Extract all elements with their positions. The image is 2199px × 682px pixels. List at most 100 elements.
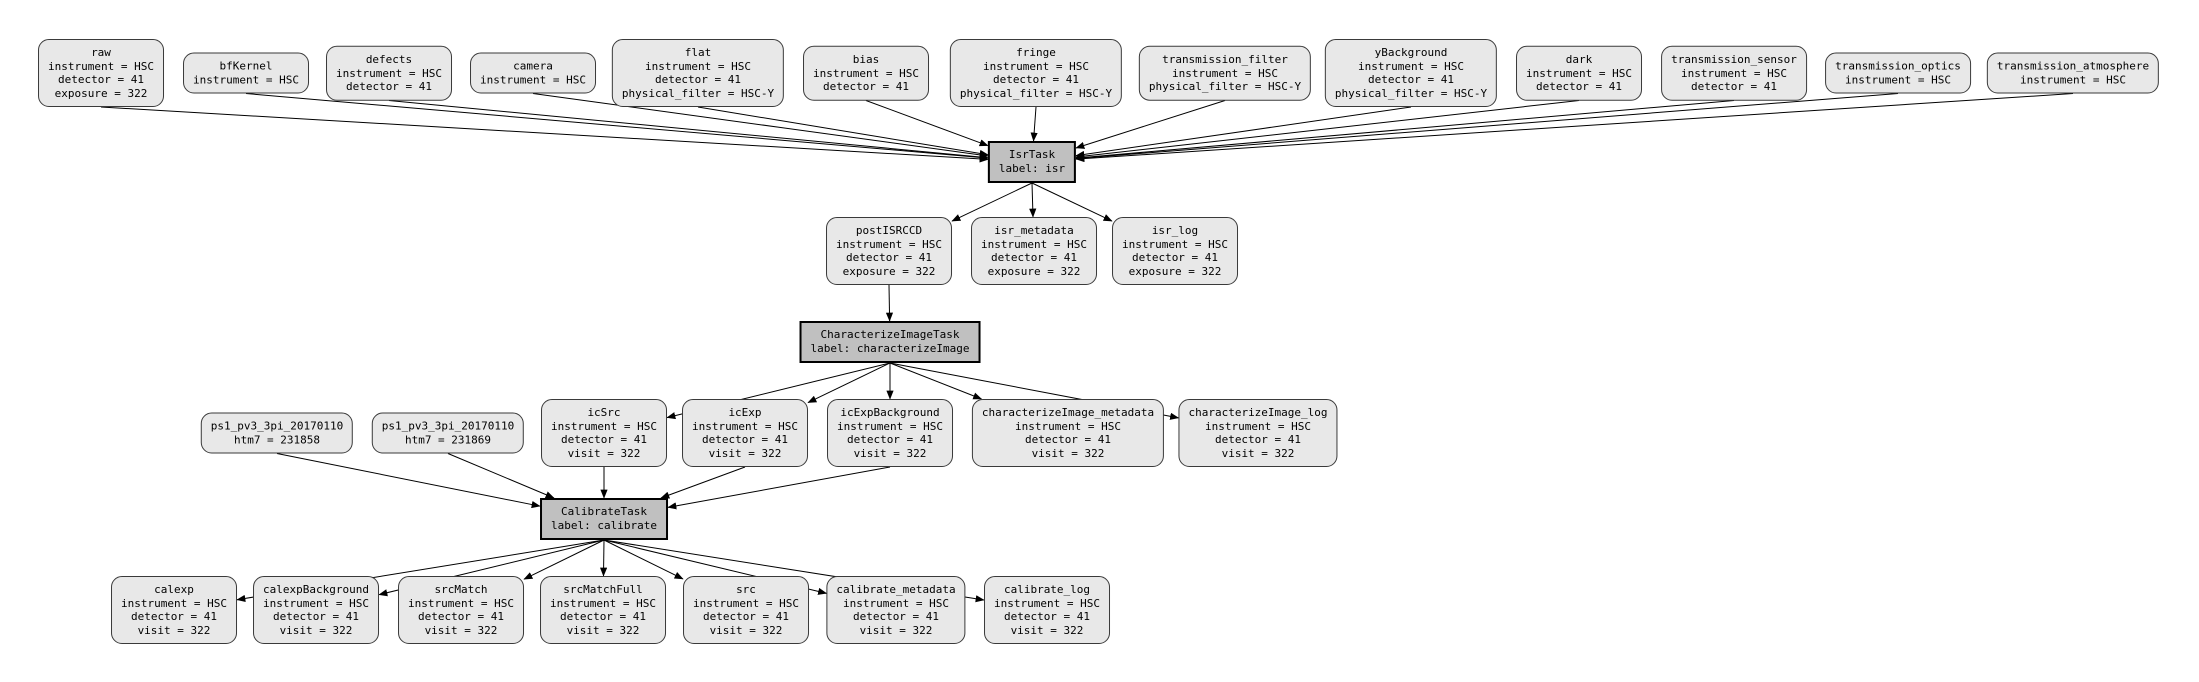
node-title: transmission_optics <box>1835 59 1961 73</box>
node-attr: visit = 322 <box>1010 623 1084 637</box>
node-attr: visit = 322 <box>424 623 498 637</box>
node-title: srcMatch <box>434 583 488 596</box>
edge-calibrate-to-src <box>603 539 684 580</box>
node-attr: instrument = HSC <box>813 66 919 80</box>
node-attr: exposure = 322 <box>842 264 936 278</box>
node-attr: visit = 322 <box>566 623 640 637</box>
node-attr: detector = 41 <box>702 610 790 623</box>
edge-flat-to-isr <box>697 106 989 157</box>
node-title: icSrc <box>587 406 621 419</box>
node-attr: instrument = HSC <box>645 59 751 73</box>
edge-fringe-to-isr <box>1030 106 1038 142</box>
edge-transmission_optics-to-isr <box>1075 93 1899 162</box>
node-attr: instrument = HSC <box>1358 59 1464 73</box>
node-title: transmission_filter <box>1162 52 1288 66</box>
node-attr: visit = 322 <box>279 623 353 637</box>
node-attr: detector = 41 <box>560 433 648 446</box>
node-attr: detector = 41 <box>272 610 360 623</box>
node-title: CharacterizeImageTask <box>820 328 960 341</box>
node-title: raw <box>91 46 111 59</box>
node-attr: instrument = HSC <box>1122 237 1228 251</box>
edge-bfKernel-to-isr <box>245 93 989 162</box>
edge-raw-to-isr <box>100 106 989 163</box>
node-attr: instrument = HSC <box>2020 73 2126 86</box>
edge-isr-to-isr_log <box>1031 182 1113 222</box>
node-attr: detector = 41 <box>1690 79 1778 93</box>
edge-icExpBackground-to-calibrate <box>667 466 891 510</box>
node-title: fringe <box>1016 46 1056 59</box>
node-attr: instrument = HSC <box>1526 66 1632 80</box>
node-attr: exposure = 322 <box>54 86 148 100</box>
node-attr: visit = 322 <box>137 623 211 637</box>
node-attr: detector = 41 <box>1214 433 1302 446</box>
edge-calibrate-to-srcMatchFull <box>600 539 608 577</box>
node-attr: instrument = HSC <box>1015 419 1121 433</box>
node-attr: instrument = HSC <box>1681 66 1787 80</box>
node-attr: detector = 41 <box>846 433 934 446</box>
edge-yBackground-to-isr <box>1075 106 1412 158</box>
node-title: yBackground <box>1374 46 1448 59</box>
node-attr: detector = 41 <box>701 433 789 446</box>
edge-ps1_refcat_231869-to-calibrate <box>447 453 555 499</box>
node-attr: detector = 41 <box>1367 73 1455 86</box>
node-attr: visit = 322 <box>567 446 641 460</box>
node-attr: detector = 41 <box>992 73 1080 86</box>
node-title: postISRCCD <box>855 224 923 237</box>
node-attr: instrument = HSC <box>1845 73 1951 86</box>
node-attr: detector = 41 <box>345 79 433 93</box>
node-attr: detector = 41 <box>654 73 742 86</box>
node-attr: physical_filter = HSC-Y <box>621 86 775 100</box>
node-attr: label: calibrate <box>551 519 657 532</box>
edge-characterizeImage-to-icExp <box>807 362 891 404</box>
node-title: transmission_sensor <box>1671 52 1797 66</box>
node-title: srcMatchFull <box>563 583 643 596</box>
node-attr: instrument = HSC <box>550 596 656 610</box>
node-title: calexpBackground <box>263 583 369 596</box>
node-title: bias <box>852 52 880 66</box>
edge-transmission_filter-to-isr <box>1075 100 1226 149</box>
node-attr: detector = 41 <box>990 251 1078 264</box>
edge-defects-to-isr <box>388 100 989 161</box>
node-attr: instrument = HSC <box>693 596 799 610</box>
edge-transmission_atmosphere-to-isr <box>1075 93 2074 163</box>
node-title: calexp <box>154 583 194 596</box>
node-attr: detector = 41 <box>57 73 145 86</box>
edge-dark-to-isr <box>1075 100 1580 160</box>
node-attr: instrument = HSC <box>336 66 442 80</box>
edge-isr-to-postISRCCD <box>951 182 1033 222</box>
edge-bias-to-isr <box>865 100 989 147</box>
node-attr: detector = 41 <box>130 610 218 623</box>
node-attr: instrument = HSC <box>480 73 586 86</box>
edge-postISRCCD-to-characterizeImage <box>885 284 894 322</box>
node-attr: visit = 322 <box>708 446 782 460</box>
node-attr: visit = 322 <box>853 446 927 460</box>
node-title: camera <box>513 59 553 73</box>
node-attr: detector = 41 <box>822 79 910 93</box>
node-title: characterizeImage_log <box>1188 406 1328 419</box>
node-title: isr_metadata <box>994 224 1074 237</box>
node-attr: detector = 41 <box>417 610 505 623</box>
node-title: calibrate_metadata <box>836 583 956 596</box>
edge-icExp-to-calibrate <box>660 466 746 499</box>
